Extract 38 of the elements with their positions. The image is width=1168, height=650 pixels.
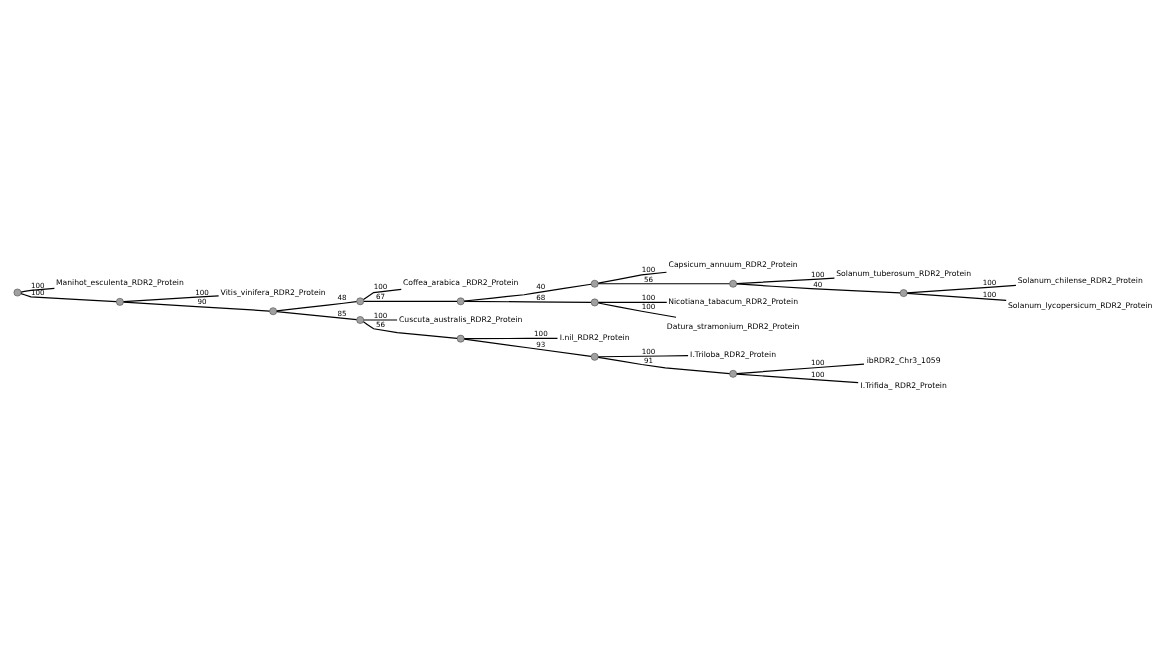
connector <box>597 271 668 284</box>
connector <box>736 372 859 383</box>
node-circle <box>456 297 465 305</box>
node-circle <box>729 369 737 378</box>
connector <box>597 301 677 318</box>
node-circle <box>13 288 22 296</box>
connector <box>463 300 592 303</box>
connector <box>20 287 55 293</box>
node-circle <box>729 279 737 288</box>
node-circle <box>356 297 365 305</box>
node-circle <box>356 315 365 324</box>
node-circle <box>590 352 599 361</box>
connector <box>276 310 358 320</box>
connector <box>123 294 220 302</box>
node-circle <box>590 298 599 306</box>
connector <box>906 284 1017 293</box>
node-circle <box>590 279 599 288</box>
connector <box>362 320 458 339</box>
connector <box>736 282 901 294</box>
connector <box>463 283 592 302</box>
connector <box>463 338 592 357</box>
connector <box>597 282 731 284</box>
connector <box>123 300 271 312</box>
connector <box>906 292 1007 301</box>
connector <box>363 300 458 302</box>
connector <box>597 301 668 303</box>
connector <box>276 300 358 311</box>
connector <box>363 318 398 321</box>
connector <box>597 356 731 374</box>
connector <box>463 337 559 339</box>
node-circle <box>116 297 124 306</box>
connector <box>597 354 689 357</box>
node-circle <box>269 306 277 315</box>
connector <box>20 292 117 302</box>
node-circle <box>456 334 465 343</box>
connector <box>736 363 865 374</box>
connector <box>362 288 402 300</box>
node-circle <box>899 288 908 297</box>
